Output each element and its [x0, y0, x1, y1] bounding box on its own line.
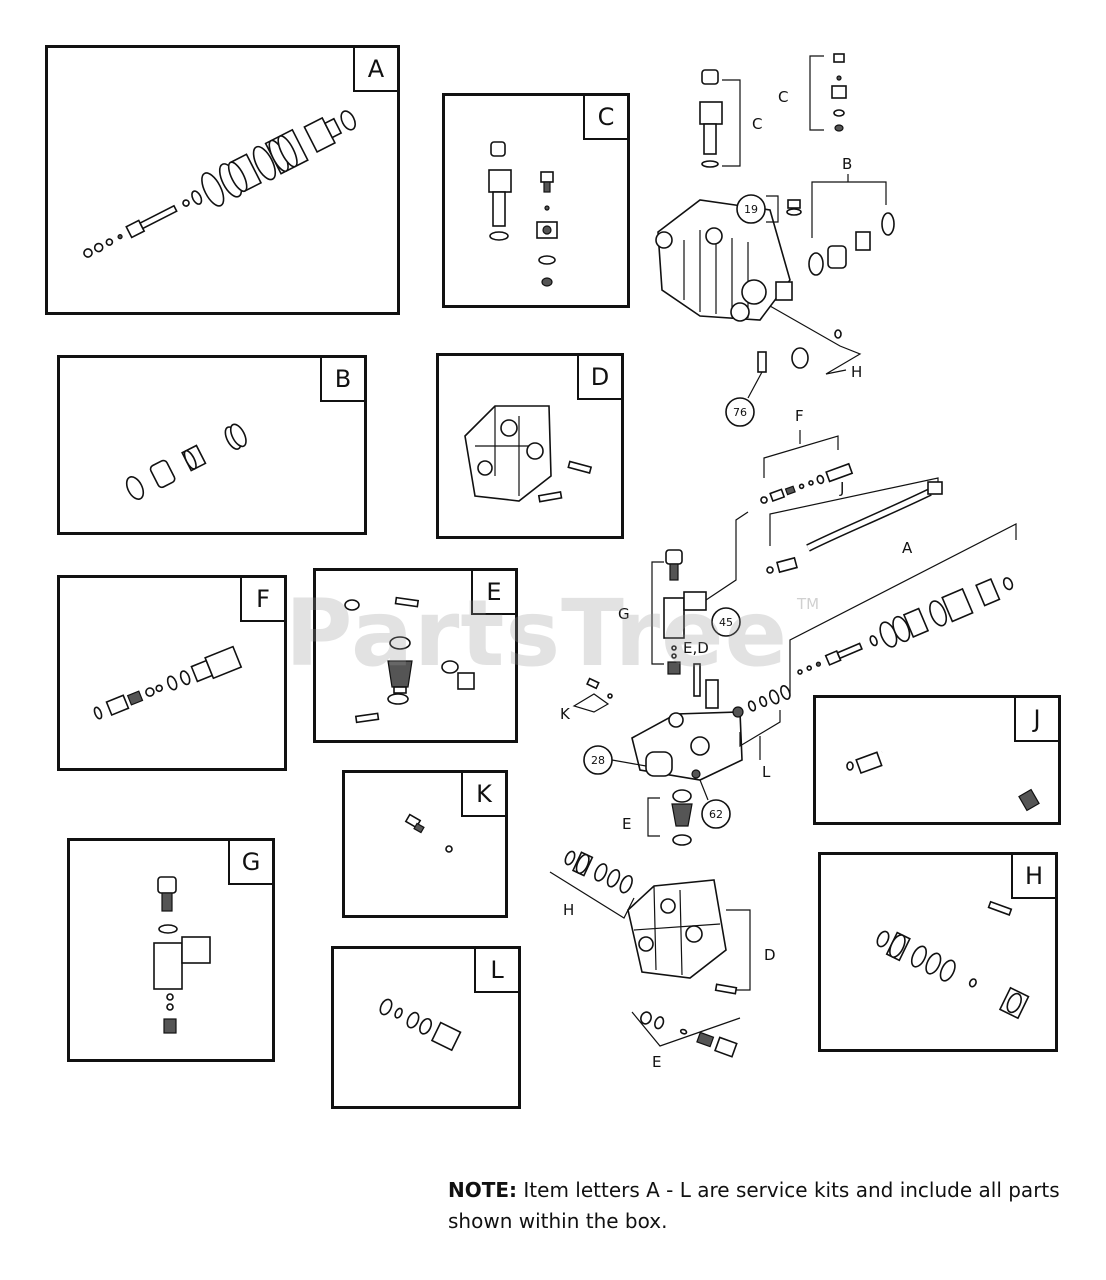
kit-box-k: K [342, 770, 508, 918]
kit-g-parts [153, 876, 211, 1034]
kit-c-parts [488, 141, 558, 287]
label-e-lower: E [652, 1053, 661, 1071]
kit-box-a: A [45, 45, 400, 315]
callout-76: 76 [733, 406, 747, 419]
kit-box-f: F [57, 575, 287, 771]
callout-19: 19 [744, 203, 758, 216]
kit-box-j: J [813, 695, 1061, 825]
kit-box-g: G [67, 838, 275, 1062]
label-c-lower: C [752, 115, 762, 133]
kit-d-parts [464, 405, 593, 503]
callout-62: 62 [709, 808, 723, 821]
pump-assembly-diagram: C C 19 B H 76 F J A [549, 53, 1017, 1071]
kit-letter-l: L [474, 949, 518, 993]
kit-f-parts [93, 645, 243, 720]
label-b: B [842, 155, 852, 173]
kit-k-parts [404, 813, 453, 853]
kit-box-e: E [313, 568, 518, 743]
kit-letter-k: K [461, 773, 505, 817]
kit-letter-d: D [577, 356, 621, 400]
label-a: A [902, 539, 913, 557]
kit-j-parts [846, 741, 1040, 812]
label-c-upper: C [778, 88, 788, 106]
kit-box-b: B [57, 355, 367, 535]
kit-box-c: C [442, 93, 630, 308]
kit-l-parts [379, 998, 462, 1052]
label-f: F [795, 407, 804, 425]
label-e-upper: E [622, 815, 631, 833]
kit-a-parts [83, 110, 356, 258]
kit-letter-c: C [583, 96, 627, 140]
label-g: G [618, 605, 630, 623]
kit-letter-j: J [1014, 698, 1058, 742]
kit-letter-f: F [240, 578, 284, 622]
kit-letter-g: G [228, 841, 272, 885]
note-text: Item letters A - L are service kits and … [448, 1178, 1060, 1233]
kit-e-parts [344, 596, 475, 724]
label-j: J [839, 479, 844, 497]
kit-box-l: L [331, 946, 521, 1109]
label-h-lower: H [563, 901, 574, 919]
trademark-mark: TM [797, 595, 820, 613]
label-h-top: H [851, 363, 862, 381]
callout-45: 45 [719, 616, 733, 629]
kit-letter-h: H [1011, 855, 1055, 899]
kit-box-h: H [818, 852, 1058, 1052]
kit-b-parts [125, 423, 247, 500]
kit-h-parts [876, 900, 1030, 1020]
label-d: D [764, 946, 776, 964]
callout-28: 28 [591, 754, 605, 767]
note-label: NOTE: [448, 1178, 518, 1202]
kit-letter-a: A [353, 48, 397, 92]
kit-letter-e: E [471, 571, 515, 615]
label-l: L [762, 763, 771, 781]
kit-box-d: D [436, 353, 624, 539]
kit-letter-b: B [320, 358, 364, 402]
label-k: K [560, 705, 571, 723]
service-kit-note: NOTE: Item letters A - L are service kit… [448, 1175, 1068, 1237]
label-ed: E,D [683, 639, 709, 657]
partstree-watermark: PartsTree [285, 580, 788, 687]
